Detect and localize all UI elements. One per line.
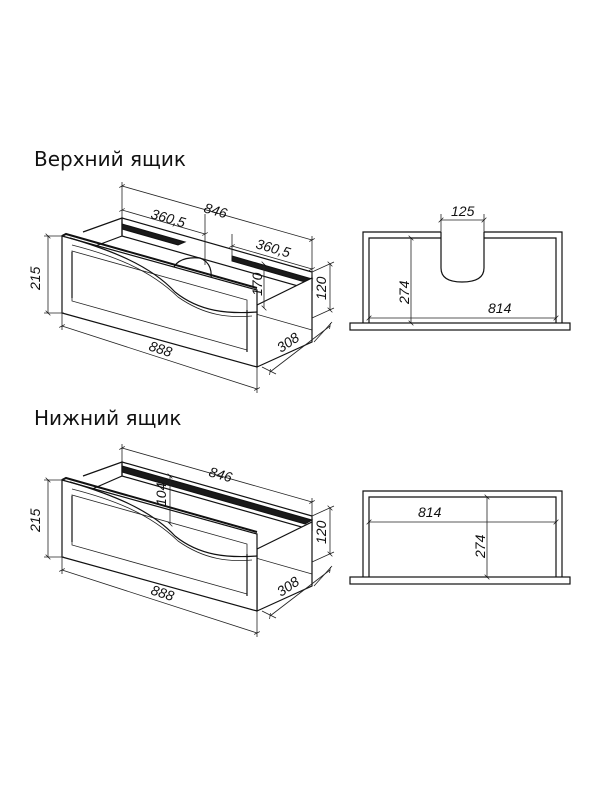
bottom-drawer-title: Нижний ящик [34, 406, 182, 430]
top-wave-curve-inner [71, 244, 253, 317]
top-dim-front-width: 888 [147, 338, 174, 361]
top-section-outer [362, 231, 563, 323]
bottom-section-dim-height: 274 [472, 534, 488, 559]
bottom-section-base [349, 576, 571, 585]
bottom-left-side-inner [82, 461, 123, 491]
top-dim-inner-height: 170 [249, 272, 265, 296]
top-section-cutout [440, 232, 485, 283]
bottom-wave-curve-inner [71, 488, 253, 561]
bottom-section-outer [362, 490, 563, 577]
bottom-dim-overall-width: 846 [207, 464, 234, 486]
bottom-section-dim-width: 814 [418, 504, 442, 520]
bottom-dim-front-height: 215 [27, 508, 43, 533]
top-drawer-section: 125 274 814 [349, 203, 571, 331]
bottom-wave-curve [69, 481, 258, 558]
top-dim-box-height: 120 [313, 276, 329, 300]
top-dim-front-height: 215 [27, 266, 43, 291]
top-wave-curve [69, 237, 258, 314]
bottom-dim-box-height: 120 [313, 520, 329, 544]
bottom-section-inner [368, 496, 557, 577]
top-section-base [349, 322, 571, 331]
bottom-dim-front-width: 888 [149, 582, 176, 605]
top-section-dim-height: 274 [396, 280, 412, 305]
bottom-dim-inner-height: 104 [153, 482, 169, 506]
top-section-dim-width: 814 [488, 300, 512, 316]
top-section-dim-cutout: 125 [451, 203, 475, 219]
bottom-drawer-section: 814 274 [349, 490, 571, 585]
top-drawer-title: Верхний ящик [34, 147, 186, 171]
top-section-inner [368, 237, 557, 323]
bottom-front-top-edge [61, 476, 258, 533]
top-dim-overall-width: 846 [202, 200, 229, 222]
top-front-top-edge [61, 232, 258, 289]
